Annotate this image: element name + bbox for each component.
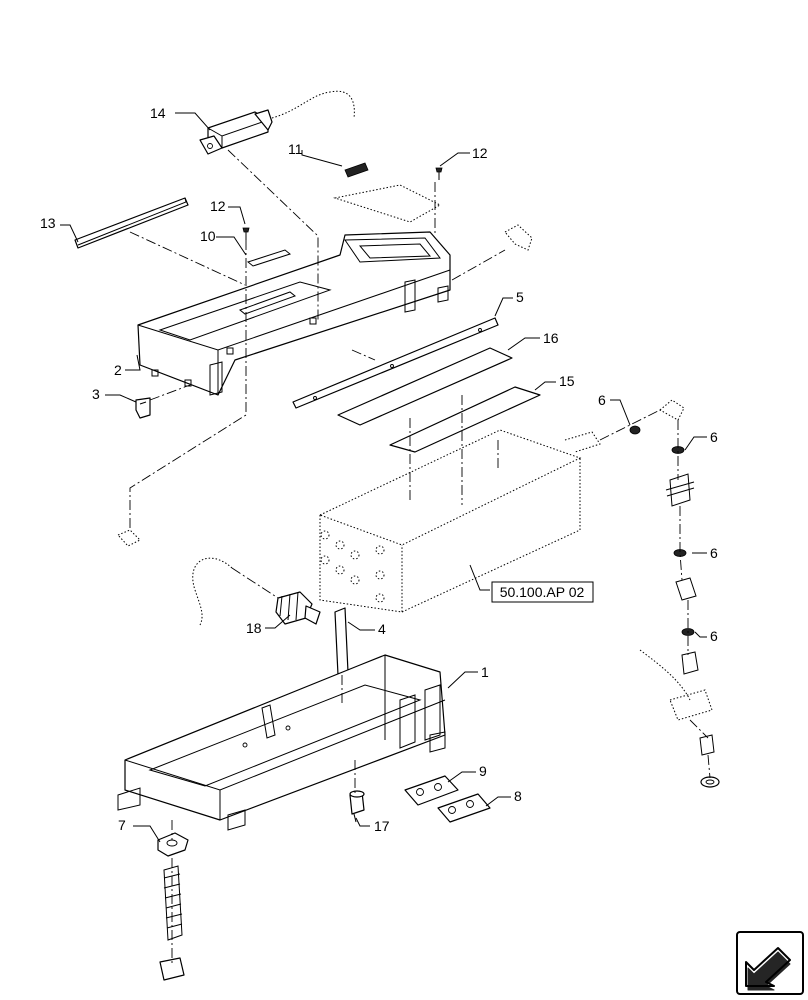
part-15-plate (389, 386, 541, 453)
callout-18: 18 (246, 620, 262, 636)
part-12-screw-right (435, 167, 443, 180)
part-2-console-cover (137, 231, 451, 396)
callout-9: 9 (479, 763, 487, 779)
part-9-clamp-plate (404, 775, 459, 806)
right-side-hose-assembly (629, 399, 720, 788)
part-1-base-tray (117, 654, 446, 831)
callout-15: 15 (559, 373, 575, 389)
reference-link-box[interactable]: 50.100.AP 02 (491, 581, 594, 603)
hose-fitting-top (504, 224, 533, 251)
part-17-grommet (349, 790, 365, 823)
callout-14: 14 (150, 105, 166, 121)
callout-8: 8 (514, 788, 522, 804)
part-14-module (199, 90, 355, 155)
callout-13: 13 (40, 215, 56, 231)
callout-labels: 14 11 12 12 10 13 2 3 5 16 15 6 6 6 6 18… (40, 105, 718, 834)
next-page-arrow-icon[interactable] (736, 931, 804, 995)
leader-lines (60, 112, 707, 843)
part-12-screw-left (242, 227, 250, 240)
callout-16: 16 (543, 330, 559, 346)
part-16-plate (337, 347, 513, 426)
callout-6-top: 6 (598, 392, 606, 408)
callout-12-right: 12 (472, 145, 488, 161)
part-5-seal-strip (292, 317, 499, 409)
callout-3: 3 (92, 386, 100, 402)
callout-5: 5 (516, 289, 524, 305)
part-18-valve (192, 557, 321, 626)
part-7-nut (157, 832, 189, 981)
assembly-centerlines (129, 149, 711, 965)
callout-17: 17 (374, 818, 390, 834)
callout-6-4: 6 (710, 628, 718, 644)
heater-core-reference (318, 429, 601, 613)
part-3-clip (135, 397, 151, 419)
callout-4: 4 (378, 621, 386, 637)
callout-7: 7 (118, 817, 126, 833)
cable-connector (117, 529, 141, 547)
part-8-clamp-plate (437, 793, 491, 823)
callout-12-left: 12 (210, 198, 226, 214)
part-11-label (333, 162, 442, 223)
part-4-bar (334, 607, 349, 676)
callout-2: 2 (114, 362, 122, 378)
callout-1: 1 (481, 664, 489, 680)
reference-label: 50.100.AP 02 (500, 584, 585, 600)
callout-11: 11 (288, 141, 303, 157)
callout-10: 10 (200, 228, 216, 244)
callout-6-2: 6 (710, 429, 718, 445)
callout-6-3: 6 (710, 545, 718, 561)
part-13-strip (74, 197, 189, 249)
